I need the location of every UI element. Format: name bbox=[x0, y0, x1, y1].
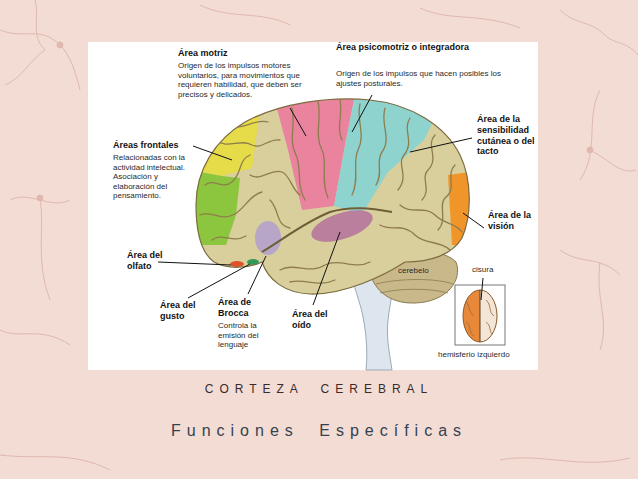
cerebrum-outline bbox=[196, 99, 469, 294]
neuron-fibre bbox=[0, 330, 70, 345]
folium-line bbox=[376, 280, 453, 285]
area-heading: Áreas frontales bbox=[113, 140, 193, 151]
area-description: Relacionadas con la actividad intelectua… bbox=[113, 153, 191, 201]
picture-panel bbox=[88, 42, 538, 370]
gyrus-line bbox=[212, 236, 246, 240]
leader-line bbox=[410, 138, 472, 152]
neuron-fibre bbox=[5, 0, 45, 85]
cerebellum-folia bbox=[376, 280, 453, 294]
leader-line bbox=[313, 232, 340, 305]
inset-frame bbox=[455, 285, 505, 345]
gyrus-line bbox=[280, 262, 370, 270]
auditory-area bbox=[308, 204, 377, 249]
slide-subtitle: Funciones Específicas bbox=[0, 422, 638, 440]
area-description: Origen de los impulsos que hacen posible… bbox=[336, 69, 501, 88]
neuron-fibre bbox=[10, 197, 70, 300]
neuron-fibre bbox=[580, 90, 636, 180]
gyrus-line bbox=[400, 205, 462, 232]
gyrus-line bbox=[380, 225, 450, 250]
area-heading: Área de la sensibilidad cutánea o del ta… bbox=[477, 114, 537, 157]
leader-line bbox=[290, 108, 306, 136]
neuron-body bbox=[587, 147, 593, 153]
leader-line bbox=[158, 262, 231, 265]
slide-title: CORTEZA CEREBRAL bbox=[0, 382, 638, 396]
gyrus-line bbox=[292, 108, 305, 200]
gyrus-line bbox=[215, 140, 280, 146]
folium-line bbox=[380, 289, 448, 293]
gyrus-line bbox=[250, 171, 300, 195]
leader-line bbox=[352, 95, 372, 132]
cortex-areas bbox=[190, 90, 485, 283]
olfactory-area bbox=[230, 261, 244, 267]
area-description: Controla la emisión del lenguaje bbox=[218, 321, 272, 350]
leader-line bbox=[188, 264, 250, 298]
gyrus-line bbox=[200, 192, 262, 217]
area-heading: Área psicomotriz o integradora bbox=[336, 42, 476, 53]
gyrus-line bbox=[270, 200, 290, 228]
area-heading: Área de la visión bbox=[488, 210, 534, 232]
leader-line bbox=[463, 213, 484, 228]
area-heading: Área del oído bbox=[292, 309, 330, 331]
gyrus-line bbox=[290, 280, 335, 283]
part-label: cerebelo bbox=[398, 266, 448, 276]
leader-line bbox=[248, 256, 266, 294]
gyrus-line bbox=[398, 118, 410, 190]
area-heading: Área motriz bbox=[178, 48, 328, 59]
gyrus-line bbox=[318, 102, 328, 198]
gyrus-line bbox=[205, 155, 250, 185]
leader-line bbox=[193, 146, 232, 160]
area-heading: Área de Brocca bbox=[218, 297, 280, 319]
fissure-line bbox=[480, 290, 481, 342]
neuron-body bbox=[57, 42, 63, 48]
neuron-fibre bbox=[560, 250, 620, 350]
area-heading: Área del olfato bbox=[127, 250, 169, 272]
leader-line bbox=[481, 278, 483, 300]
inset-outline bbox=[463, 290, 497, 342]
area-heading: Área del gusto bbox=[160, 300, 202, 322]
lateral-fissure bbox=[262, 208, 392, 252]
leader-lines bbox=[158, 95, 484, 305]
gyrus-line bbox=[230, 121, 268, 127]
visual-area bbox=[448, 170, 485, 245]
touch-area bbox=[334, 90, 440, 214]
neuron-fibre bbox=[200, 5, 520, 28]
gyrus-line bbox=[339, 100, 342, 140]
gyrus-line bbox=[422, 135, 435, 200]
area-description: Origen de los impulsos motores voluntari… bbox=[178, 61, 333, 99]
part-label: cisura bbox=[472, 265, 512, 275]
neuron-body bbox=[37, 195, 43, 201]
gyrus-line bbox=[376, 108, 386, 185]
neuron-fibre bbox=[560, 10, 638, 55]
inset-brain bbox=[460, 288, 500, 344]
neuron-fibre bbox=[0, 455, 630, 470]
inset-caption: hemisferio izquierdo bbox=[438, 350, 533, 360]
gyrus-line bbox=[438, 165, 455, 230]
broca-area bbox=[255, 221, 281, 255]
